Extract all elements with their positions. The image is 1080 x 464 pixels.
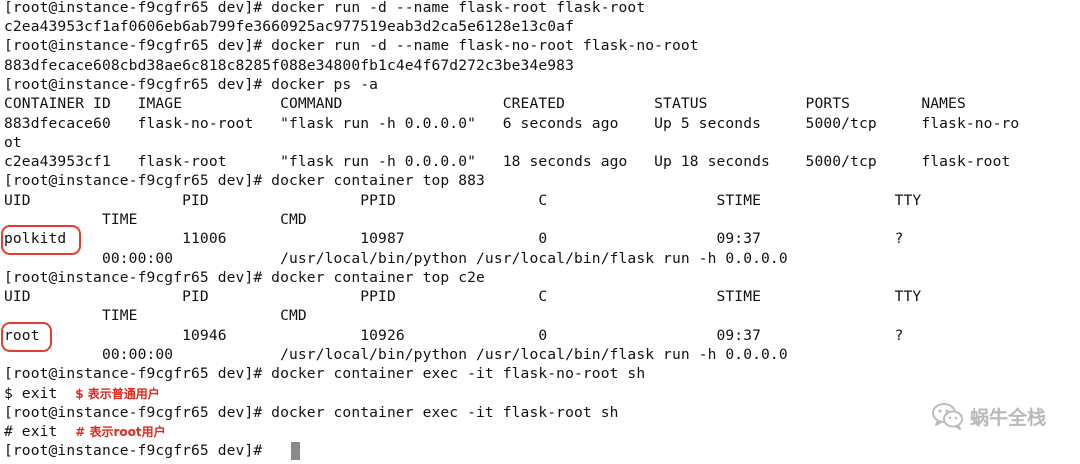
exit-command-root: # exit bbox=[4, 423, 76, 440]
text-cursor bbox=[291, 442, 300, 460]
terminal-line-5: [root@instance-f9cgfr65 dev]# docker ps … bbox=[4, 76, 379, 93]
terminal-line-20: [root@instance-f9cgfr65 dev]# docker con… bbox=[4, 365, 646, 382]
terminal-prompt-line: [root@instance-f9cgfr65 dev]# bbox=[4, 442, 272, 459]
top-row-root-cmd: 00:00:00 /usr/local/bin/python /usr/loca… bbox=[4, 346, 788, 363]
terminal-line-15: [root@instance-f9cgfr65 dev]# docker con… bbox=[4, 269, 485, 286]
exit-line-normal: $ exit $ 表示普通用户 bbox=[4, 384, 160, 403]
highlight-root bbox=[1, 322, 52, 352]
terminal-line-3: [root@instance-f9cgfr65 dev]# docker run… bbox=[4, 37, 699, 54]
top-row-polkitd: polkitd 11006 10987 0 09:37 ? bbox=[4, 230, 904, 247]
highlight-polkitd bbox=[1, 225, 81, 255]
annotation-root-user: # 表示root用户 bbox=[75, 425, 166, 439]
exit-line-root: # exit # 表示root用户 bbox=[4, 422, 166, 441]
terminal-line-10: [root@instance-f9cgfr65 dev]# docker con… bbox=[4, 172, 485, 189]
exit-command-normal: $ exit bbox=[4, 385, 76, 402]
top-header-2b: TIME CMD bbox=[4, 307, 307, 324]
wechat-icon bbox=[931, 402, 964, 430]
terminal-line-4: 883dfecace608cbd38ae6c818c8285f088e34800… bbox=[4, 57, 574, 74]
terminal-line-1: [root@instance-f9cgfr65 dev]# docker run… bbox=[4, 0, 646, 16]
ps-row-wrap: ot bbox=[4, 134, 22, 151]
watermark-text: 蜗牛全栈 bbox=[969, 406, 1046, 429]
ps-row-no-root: 883dfecace60 flask-no-root "flask run -h… bbox=[4, 115, 1020, 132]
ps-header-line: CONTAINER ID IMAGE COMMAND CREATED STATU… bbox=[4, 95, 966, 112]
watermark: 蜗牛全栈 bbox=[931, 402, 1046, 430]
top-header-2: UID PID PPID C STIME TTY bbox=[4, 288, 922, 305]
top-header-1b: TIME CMD bbox=[4, 211, 307, 228]
top-header-1: UID PID PPID C STIME TTY bbox=[4, 192, 922, 209]
terminal-line-2: c2ea43953cf1af0606eb6ab799fe3660925ac977… bbox=[4, 18, 574, 35]
ps-row-root: c2ea43953cf1 flask-root "flask run -h 0.… bbox=[4, 153, 1011, 170]
annotation-normal-user: $ 表示普通用户 bbox=[75, 387, 160, 401]
terminal-line-22: [root@instance-f9cgfr65 dev]# docker con… bbox=[4, 404, 619, 421]
top-row-polkitd-cmd: 00:00:00 /usr/local/bin/python /usr/loca… bbox=[4, 250, 788, 267]
top-row-root: root 10946 10926 0 09:37 ? bbox=[4, 327, 904, 344]
